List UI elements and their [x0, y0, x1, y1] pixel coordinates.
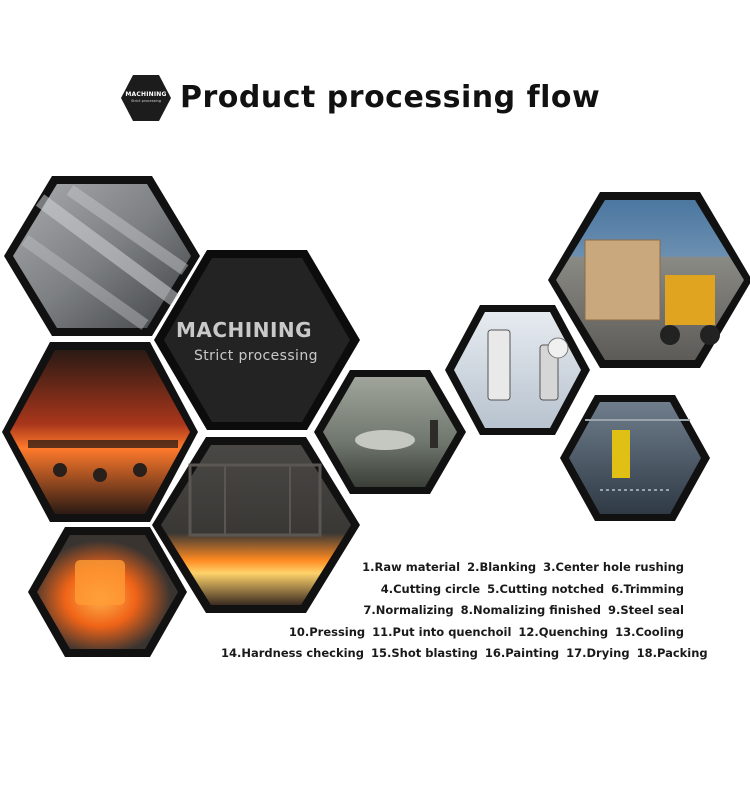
steps-row-1: 1.Raw material 2.Blanking 3.Center hole ru… [214, 557, 684, 579]
logo-line-1: MACHINING [125, 91, 167, 99]
step-4: 4.Cutting circle [380, 581, 481, 596]
furnace-photo [152, 437, 360, 613]
step-15: 15.Shot blasting [370, 646, 478, 660]
shot-blasting-photo [560, 395, 710, 521]
steps-row-2: 4.Cutting circle 5.Cutting notched 6.Trimm… [214, 579, 684, 601]
machining-logo-icon [121, 75, 171, 121]
step-8: 8.Nomalizing finished [460, 603, 601, 617]
step-10: 10.Pressing [288, 624, 366, 639]
center-hexagon-subtitle: Strict processing [194, 348, 318, 364]
painting-booth-photo [314, 370, 466, 494]
step-3: 3.Center hole rushing [543, 560, 684, 574]
heating-rolling-photo [2, 342, 198, 522]
center-hexagon [154, 250, 360, 430]
forklift-packing-photo [548, 192, 750, 368]
step-13: 13.Cooling [615, 624, 684, 639]
page-title: Product processing flow [180, 80, 601, 115]
steps-row-3: 7.Normalizing 8.Nomalizing finished 9.Stee… [214, 600, 684, 622]
step-17: 17.Drying [566, 646, 630, 660]
logo-text: MACHINING Strict processing [120, 72, 172, 124]
step-2: 2.Blanking [467, 560, 537, 574]
raw-material-bars-photo [4, 176, 200, 336]
process-steps-list: 1.Raw material 2.Blanking 3.Center hole ru… [214, 557, 708, 665]
step-6: 6.Trimming [611, 581, 684, 596]
step-7: 7.Normalizing [363, 603, 454, 617]
hardness-tester-photo [445, 305, 590, 435]
step-11: 11.Put into quenchoil [372, 624, 512, 639]
page-header: MACHINING Strict processing Product proc… [120, 70, 640, 126]
step-14: 14.Hardness checking [221, 646, 364, 660]
center-hexagon-label: MACHINING Strict processing [176, 318, 346, 364]
step-9: 9.Steel seal [607, 603, 684, 617]
step-1: 1.Raw material [362, 560, 461, 574]
step-16: 16.Painting [484, 646, 560, 660]
step-18: 18.Packing [636, 646, 708, 660]
forged-part-glow-photo [28, 527, 187, 657]
steps-row-4: 10.Pressing 11.Put into quenchoil 12.Quenc… [214, 622, 684, 644]
step-12: 12.Quenching [518, 624, 609, 639]
step-5: 5.Cutting notched [487, 581, 605, 596]
logo-line-2: Strict processing [130, 99, 162, 104]
steps-row-5: 14.Hardness checking 15.Shot blasting 16.P… [214, 643, 708, 665]
center-hexagon-title: MACHINING [176, 318, 313, 342]
